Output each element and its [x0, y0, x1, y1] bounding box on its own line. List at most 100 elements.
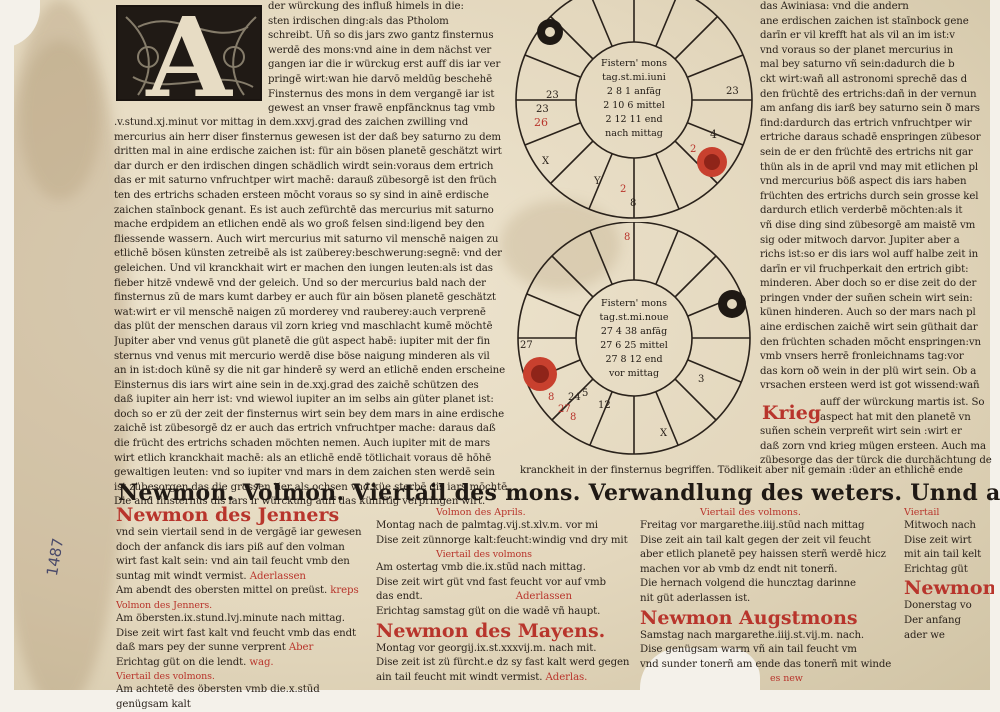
wheel-label: Y — [593, 176, 601, 187]
aber-label: Aber — [288, 642, 314, 654]
wheel-center-line: 2 10 6 mittel — [603, 100, 665, 111]
column-heading: Newmon — [904, 577, 994, 600]
text-line: darīn er vil fruchperkait den ertrich gi… — [760, 263, 969, 275]
text-line: Finsternus des mons in dem vergangē iar … — [268, 88, 495, 100]
wheel-label: 23 — [726, 86, 739, 97]
sub-heading: Viertail des volmons. — [116, 671, 215, 683]
text-line: daß zorn vnd krieg mügen ersteen. Auch m… — [760, 440, 986, 452]
text-line: richs ist:so er dis iars wol auff halbe … — [760, 249, 979, 261]
calendar-column-april: Volmon des Aprils. Montag nach de palmta… — [376, 506, 634, 685]
stain-spot — [20, 40, 100, 200]
main-left-column: .v.stund.xj.minut vor mittag in dem.xxvj… — [114, 116, 510, 510]
text-line: das plüt der menschen daraus vil zorn kr… — [114, 321, 493, 333]
text-line: Dise genügsam warm vñ ain tail feucht vm — [640, 644, 857, 656]
text-line: vrsachen ersteen werd ist got wissend:wa… — [760, 380, 980, 392]
zodiac-label: wag. — [249, 656, 274, 668]
text-line: früchten des ertrichs durch sein grosse … — [760, 190, 979, 202]
text-line: pringē wirt:wan hie darvō meldūg bescheh… — [268, 73, 492, 85]
wheel-center-line: 27 4 38 anfāg — [601, 326, 667, 337]
wheel-label: X — [542, 156, 550, 167]
text-line: ertriche daraus schadē enspringen zübeso… — [760, 132, 981, 144]
text-line: dritten mal in aine erdische zaichen ist… — [114, 146, 502, 158]
text-span: daß mars pey der sunne verprent — [116, 642, 286, 654]
text-line: wirt etlich kranckhait machē: als an etl… — [114, 452, 492, 464]
text-line: Erichtag güt — [904, 563, 968, 575]
text-line: Donerstag vo — [904, 600, 972, 612]
text-line: vñ dise ding sind zübesorgē am maistē vm — [760, 219, 976, 231]
text-line: auff der würckung martis ist. So — [820, 397, 985, 408]
text-line: ader we — [904, 629, 945, 641]
text-line: finsternus zū de mars kumt darbey er auc… — [114, 292, 496, 304]
wheel-center-line: 2 12 11 end — [605, 114, 662, 125]
text-line: machen vor ab vmb dz endt nit tonerñ. — [640, 563, 838, 575]
center-line: kranckheit in der finsternus begriffen. … — [520, 465, 963, 476]
text-line: Einsternus dis iars wirt aine sein in de… — [114, 379, 479, 391]
text-line: sig oder mitwoch darvor. Jupiter aber a — [760, 234, 960, 246]
wheel-center-line: Fistern' mons — [601, 58, 667, 69]
sub-heading: Viertail des volmons. — [700, 507, 801, 518]
text-line: zaichē ist zübesorgē dz er auch das ertr… — [114, 423, 496, 435]
text-line: mit ain tail kelt — [904, 549, 982, 561]
text-line: Der anfang — [904, 614, 961, 626]
text-line: mercurius ain herr diser finsternus gewe… — [114, 131, 501, 143]
text-line: suntag mit windt vermist. Aderlassen — [116, 570, 370, 585]
text-line: das endt. Aderlassen — [376, 590, 634, 605]
wheel-label: 2 — [620, 184, 626, 195]
text-line: Jupiter aber vnd venus güt planetē die g… — [114, 335, 491, 347]
decorated-initial: A — [116, 5, 262, 101]
wheel-label: 3 — [698, 374, 704, 385]
text-span: ain tail feucht mit windt vermist. — [376, 671, 543, 683]
text-line: gewaltigen leuten: vnd so iupiter vnd ma… — [114, 467, 495, 479]
wheel-label: 8 — [630, 198, 636, 209]
text-line: Am achtetē des öbersten vmb die.x.stūd — [116, 684, 320, 696]
text-line: wat:wirt er vil menschē naigen zū morder… — [114, 306, 486, 318]
text-line: an in ist:doch künē sy die nit gar hinde… — [114, 365, 506, 377]
initial-letter: A — [146, 5, 232, 101]
text-line: ane erdischen zaichen ist staīnbock gene — [760, 15, 969, 27]
text-line: Samstag nach margarethe.iiij.st.vij.m. n… — [640, 629, 865, 641]
wheel-label: 2 — [690, 144, 696, 155]
column-heading: Newmon des Mayens. — [376, 619, 606, 642]
text-line: dardurch etlich verderbē möchten:als it — [760, 205, 963, 217]
sub-heading: Viertail des volmons — [436, 549, 532, 561]
text-line: doch so er zü der zeit der finsternus wi… — [114, 408, 505, 420]
text-line: vnd voraus so der planet mercurius in — [760, 44, 954, 56]
text-line: ckt wirt:wañ all astronomi sprechē das d — [760, 73, 968, 85]
text-line: Dise zeit wirt güt vnd fast feucht vor a… — [376, 576, 606, 588]
text-span: Am abendt des obersten mittel on preüst. — [116, 585, 328, 597]
calendar-column-july-august: Viertail des volmons. Freitag vor margar… — [640, 506, 902, 685]
wheel-label: 8 — [624, 232, 630, 243]
text-line: Dise zeit ist zü fürcht.e dz sy fast kal… — [376, 657, 630, 669]
text-line: Montag vor georgij.ix.st.xxxvij.m. nach … — [376, 642, 597, 654]
wheel-center-line: tag.st.mi.iuni — [602, 72, 666, 83]
calendar-column-september: Viertail Mitwoch nach Dise zeit wirt mit… — [904, 506, 994, 643]
column-heading: Newmon des Jenners — [116, 504, 340, 526]
text-line: den früchten schaden mōcht enspringen:vn — [760, 336, 981, 348]
text-line: daß mars pey der sunne verprent Aber — [116, 641, 370, 656]
calendar-column-january: Newmon des Jenners vnd sein viertail sen… — [116, 504, 370, 712]
wheel-label: 8 — [570, 412, 576, 423]
text-line: künen hinderen. Auch so der mars nach pl — [760, 307, 976, 319]
krieg-text: auff der würckung martis ist. So aspect … — [820, 396, 992, 425]
wheel-center-line: 27 8 12 end — [605, 354, 662, 365]
wheel-label: 27 — [558, 404, 571, 415]
aderlass-label: Aderlassen — [249, 570, 306, 582]
text-line: .v.stund.xj.minut vor mittag in dem.xxvj… — [114, 117, 469, 128]
text-line: vnd sein viertail send in de vergāgē iar… — [116, 527, 362, 538]
text-line: ain tail feucht mit windt vermist. Aderl… — [376, 671, 634, 686]
text-line: den früchtē des ertrichs:dañ in der vern… — [760, 88, 977, 100]
text-line: Montag nach de palmtag.vij.st.xlv.m. vor… — [376, 520, 598, 531]
torn-edge — [0, 0, 14, 712]
text-line: vnd sunder tonerñ am ende das tonerñ mit… — [640, 658, 892, 670]
text-line: aine erdischen zaichē wirt sein güthait … — [760, 322, 978, 334]
wheel-center-line: 2 8 1 anfāg — [607, 86, 661, 97]
text-line: gewest an vnser frawē enpfāncknus tag vm… — [268, 103, 495, 115]
text-line: etlichē bösen künsten zetreibē als ist z… — [114, 248, 502, 260]
text-line: ist zübesorgen das die grossen tier als … — [114, 481, 508, 493]
aderlass-label: Aderlas. — [545, 671, 588, 683]
text-line: minderen. Aber doch so er dise zeit do d… — [760, 278, 977, 290]
wheel-label: 24 — [568, 392, 581, 403]
text-line: der würckung des influß himels in die: — [268, 1, 464, 12]
knotwork-ornament-icon — [125, 16, 257, 96]
column-text: Samstag nach margarethe.iiij.st.vij.m. n… — [640, 629, 902, 686]
